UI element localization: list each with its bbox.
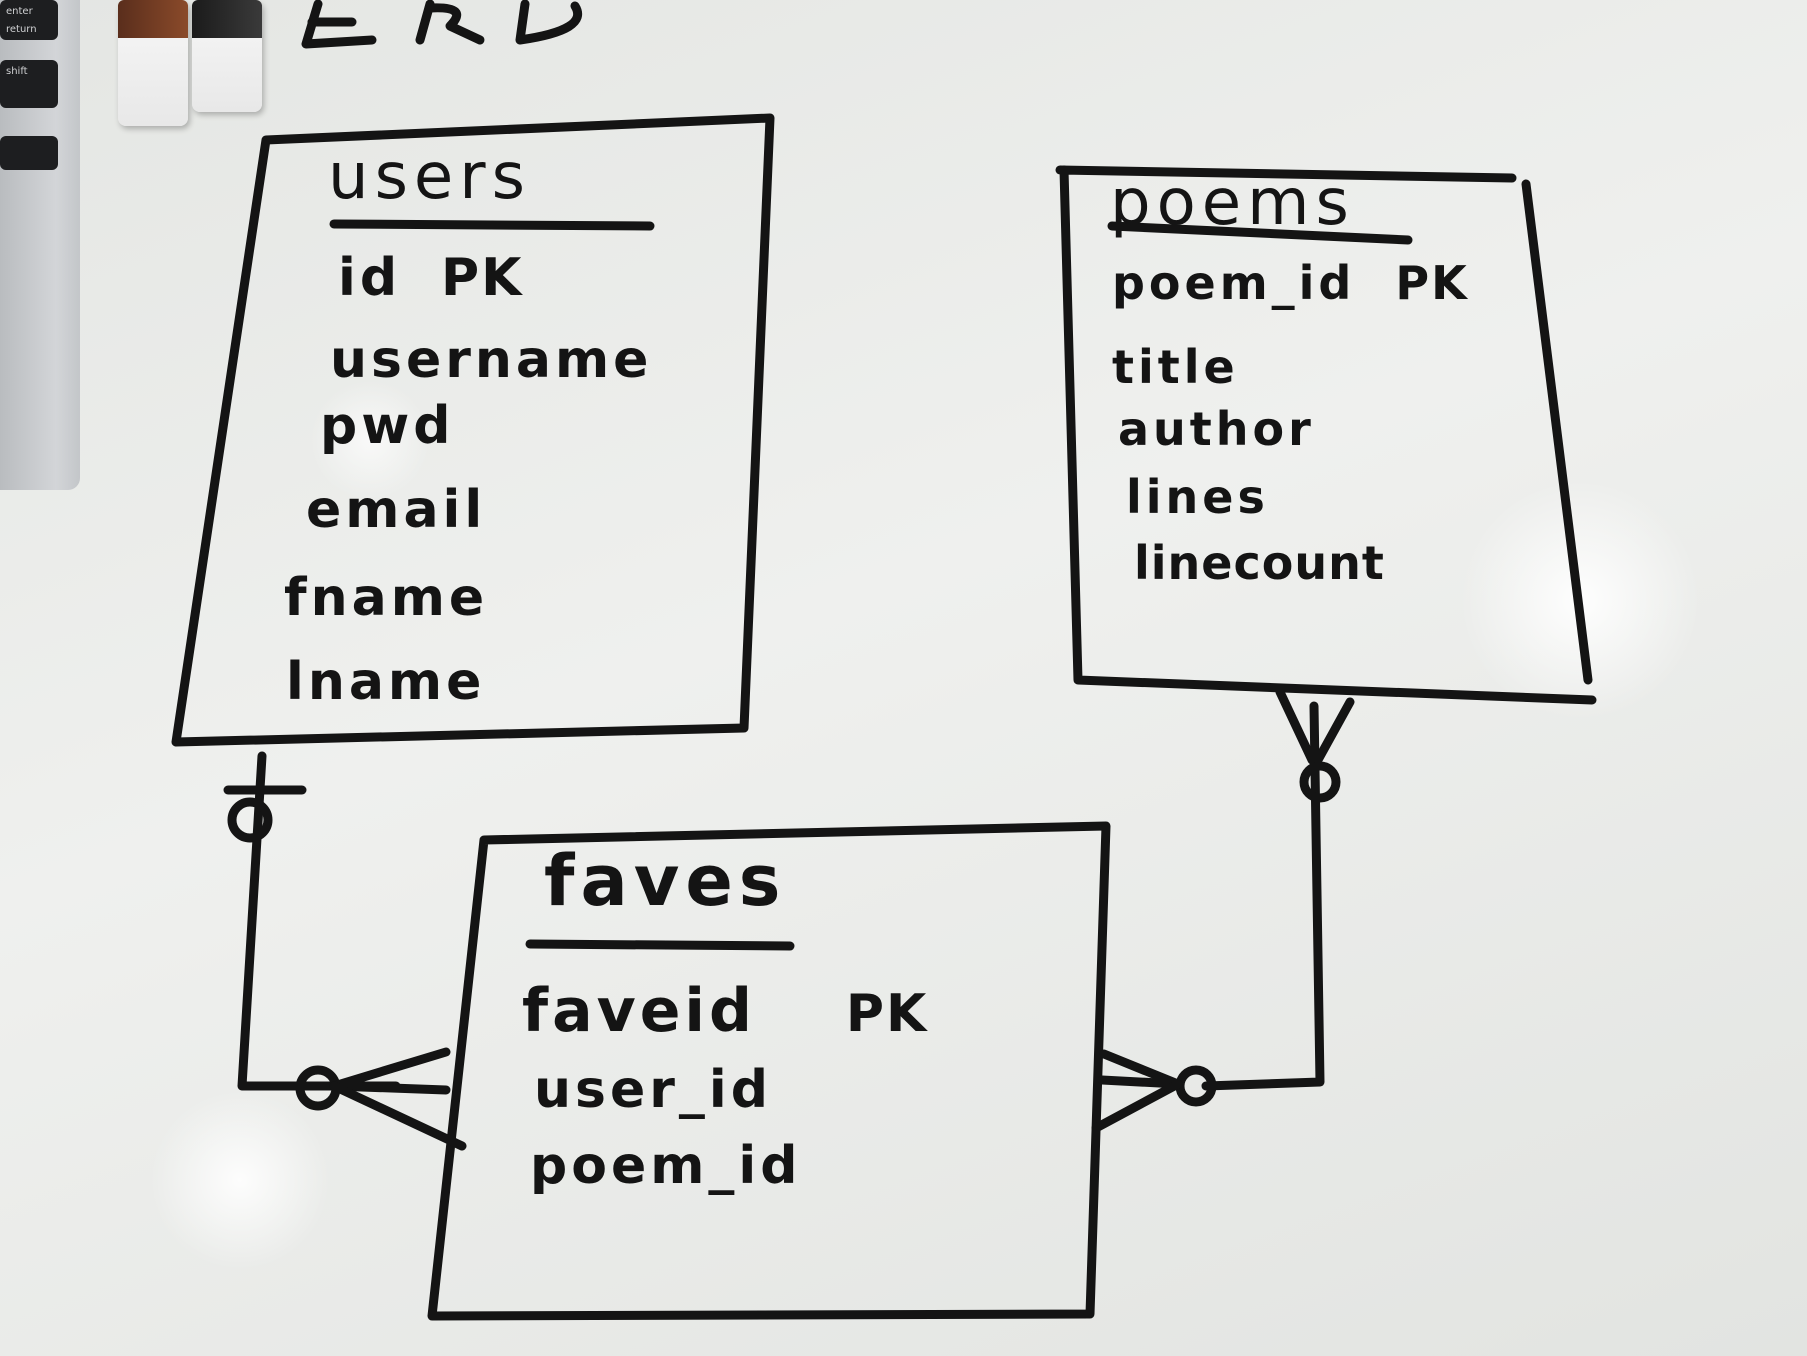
key-blank xyxy=(0,136,58,170)
poems-field-author: author xyxy=(1118,402,1315,456)
faves-title: faves xyxy=(544,840,787,922)
pk-marker: PK xyxy=(441,248,524,308)
poems-title: poems xyxy=(1110,166,1355,240)
users-field-fname: fname xyxy=(284,568,489,628)
users-field-username: username xyxy=(330,330,653,390)
users-field-lname: lname xyxy=(286,652,486,712)
users-title-underline xyxy=(329,219,655,231)
users-field-email: email xyxy=(306,480,487,540)
heading-ink xyxy=(301,0,583,49)
key-label: return xyxy=(6,24,37,35)
poems-field-title: title xyxy=(1112,340,1239,394)
users-title: users xyxy=(328,140,531,214)
poems-faves-connector xyxy=(1091,687,1355,1133)
faves-field-poem-id: poem_id xyxy=(530,1136,802,1196)
users-field-pwd: pwd xyxy=(320,396,455,456)
laptop-edge: enter return shift xyxy=(0,0,80,490)
faves-title-underline xyxy=(525,939,795,951)
key-label: enter xyxy=(6,6,33,17)
pk-marker: PK xyxy=(845,984,929,1044)
marker-brown xyxy=(118,0,188,126)
key-shift: shift xyxy=(0,60,58,108)
faves-box xyxy=(427,821,1111,1321)
poems-title-underline xyxy=(1107,221,1413,245)
pk-marker: PK xyxy=(1395,256,1469,310)
marker-black xyxy=(192,0,262,112)
key-label: shift xyxy=(6,66,28,77)
users-faves-connector xyxy=(223,751,467,1151)
users-box xyxy=(171,113,775,747)
poems-field-linecount: linecount xyxy=(1134,536,1385,590)
faves-field-user-id: user_id xyxy=(534,1060,772,1120)
poems-field-lines: lines xyxy=(1126,470,1269,524)
key-enter: enter xyxy=(0,0,58,40)
key-return: return xyxy=(0,24,58,50)
poems-box xyxy=(1055,165,1597,705)
